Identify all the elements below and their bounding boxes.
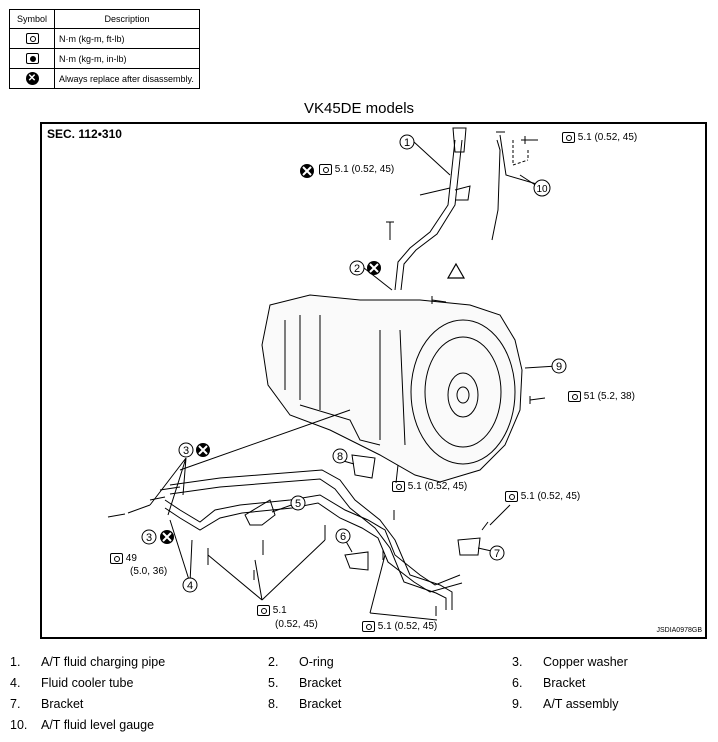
torque-wrench-inlb-icon — [362, 621, 375, 632]
callout-10-label: 10 — [536, 184, 548, 195]
legend-header-row: Symbol Description — [9, 9, 200, 29]
torque-wrench-icon — [25, 33, 39, 45]
callout-3: 3 — [178, 442, 194, 458]
bracket-5 — [244, 499, 276, 526]
callout-5: 5 — [290, 495, 306, 511]
diagram-frame — [40, 122, 707, 639]
section-label: SEC. 112•310 — [47, 127, 122, 141]
torque-spec-left-tube-units: (5.0, 36) — [130, 566, 168, 577]
replace-x-icon: ✕ — [25, 72, 39, 85]
torque-spec-bottom-left: 5.1 — [257, 605, 287, 616]
callout-4: 4 — [182, 577, 198, 593]
torque-spec-bottom-left-units: (0.52, 45) — [275, 619, 318, 630]
callout-3b-label: 3 — [146, 532, 152, 544]
legend-description: Always replace after disassembly. — [54, 68, 200, 89]
transmission-case — [261, 294, 523, 483]
legend-row: ✕ Always replace after disassembly. — [9, 68, 200, 89]
torque-spec-left-tube: 49 — [110, 553, 137, 564]
callout-2: 2 — [349, 260, 365, 276]
torque-spec-bracket7: 5.1 (0.52, 45) — [505, 491, 580, 502]
callout-8: 8 — [332, 448, 348, 464]
bracket-7 — [457, 537, 481, 556]
torque-spec-top-left: 5.1 (0.52, 45) — [319, 164, 394, 175]
callout-6: 6 — [335, 528, 351, 544]
torque-converter — [424, 336, 502, 448]
cooler-tube-lower — [164, 494, 461, 586]
legend-row: N·m (kg-m, in-lb) — [9, 48, 200, 69]
callout-1-label: 1 — [404, 137, 410, 149]
level-gauge — [491, 139, 501, 241]
callout-3-label: 3 — [183, 445, 189, 457]
callout-7: 7 — [489, 545, 505, 561]
bracket-6 — [344, 551, 369, 571]
callout-3b: 3 — [141, 529, 157, 545]
image-code: JSDIA0978GB — [656, 627, 702, 634]
torque-spec-top-right: 5.1 (0.52, 45) — [562, 132, 637, 143]
torque-wrench-inlb-icon — [319, 164, 332, 175]
torque-wrench-inlb-icon — [392, 481, 405, 492]
torque-spec-bracket8: 5.1 (0.52, 45) — [392, 481, 467, 492]
torque-wrench-inlb-icon — [562, 132, 575, 143]
torque-wrench-icon — [568, 391, 581, 402]
callout-2-label: 2 — [354, 263, 360, 275]
charging-pipe — [394, 139, 456, 291]
cooler-tube-upper — [169, 469, 453, 610]
callout-4-label: 4 — [187, 580, 193, 592]
callout-10: 10 — [533, 179, 551, 197]
callout-5-label: 5 — [295, 498, 301, 510]
converter-housing — [410, 319, 516, 465]
callout-6-label: 6 — [340, 531, 346, 543]
callout-7-label: 7 — [494, 548, 500, 560]
bracket-8 — [351, 454, 376, 479]
callout-9-label: 9 — [556, 361, 562, 373]
callout-9: 9 — [551, 358, 567, 374]
warning-triangle-icon — [446, 262, 466, 279]
symbol-legend-table: Symbol Description N·m (kg-m, ft-lb) N·m… — [9, 9, 200, 89]
torque-spec-right-mid: 51 (5.2, 38) — [568, 391, 635, 402]
torque-spec-bottom-mid: 5.1 (0.52, 45) — [362, 621, 437, 632]
torque-wrench-inlb-icon — [257, 605, 270, 616]
torque-wrench-inlb-icon — [25, 53, 39, 65]
torque-wrench-icon — [110, 553, 123, 564]
torque-wrench-inlb-icon — [505, 491, 518, 502]
callout-1: 1 — [399, 134, 415, 150]
callout-8-label: 8 — [337, 451, 343, 463]
model-title: VK45DE models — [303, 100, 415, 117]
